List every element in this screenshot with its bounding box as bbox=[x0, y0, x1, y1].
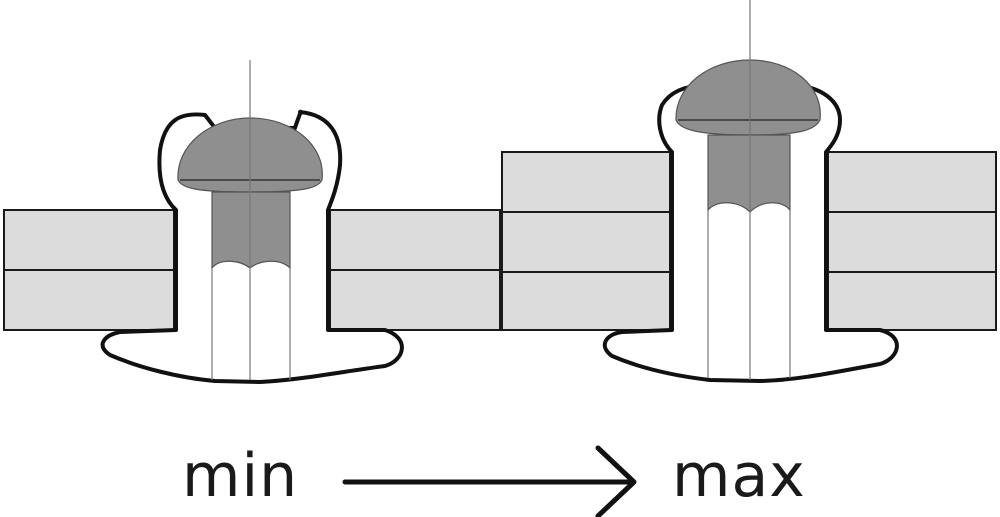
mandrel-shank bbox=[707, 134, 791, 213]
rivet-min-grip bbox=[3, 60, 501, 384]
right-arrow-icon bbox=[342, 445, 637, 517]
min-label: min bbox=[182, 441, 299, 511]
mandrel-head bbox=[675, 59, 821, 136]
plate-left-middle bbox=[501, 211, 671, 273]
plate-right-top bbox=[329, 209, 501, 271]
rivet-max-grip bbox=[501, 0, 997, 383]
plate-left-bottom bbox=[3, 269, 175, 331]
mandrel-shank bbox=[211, 191, 291, 270]
rivet-body bbox=[602, 84, 899, 383]
plate-left-top bbox=[3, 209, 175, 271]
plate-right-middle bbox=[827, 211, 997, 273]
plate-right-bottom bbox=[827, 271, 997, 331]
max-label: max bbox=[672, 441, 806, 511]
plate-left-top bbox=[501, 151, 671, 213]
plate-right-top bbox=[827, 151, 997, 213]
plate-right-bottom bbox=[329, 269, 501, 331]
plate-left-bottom bbox=[501, 271, 671, 331]
